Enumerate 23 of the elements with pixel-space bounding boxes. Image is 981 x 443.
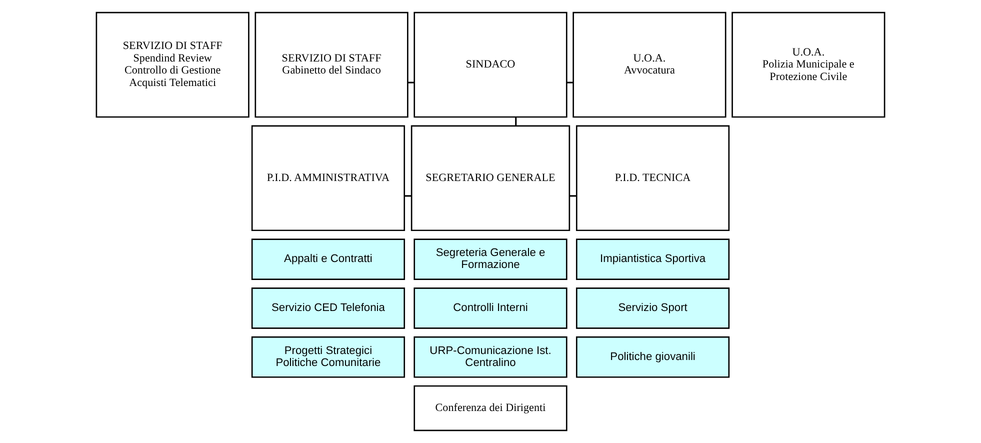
- node-box: P.I.D. TECNICA: [576, 125, 730, 232]
- node-box: Appalti e Contratti: [251, 238, 406, 280]
- connector: [515, 117, 517, 126]
- node-box: Servizio CED Telefonia: [251, 288, 406, 329]
- node-box: U.O.A. Avvocatura: [572, 12, 726, 118]
- node-box: URP-Comunicazione Ist. Centralino: [414, 336, 568, 378]
- node-box: Politiche giovanili: [576, 336, 730, 378]
- node-box: Impiantistica Sportiva: [576, 238, 730, 280]
- node-box: Conferenza dei Dirigenti: [414, 385, 568, 432]
- node-box: Progetti Strategici Politiche Comunitarie: [251, 336, 406, 378]
- node-box: SERVIZIO DI STAFF Gabinetto del Sindaco: [254, 12, 408, 118]
- node-box: SINDACO: [414, 12, 568, 118]
- connector: [404, 195, 412, 197]
- node-box: U.O.A. Polizia Municipale e Protezione Civile: [732, 12, 886, 118]
- node-box: SERVIZIO DI STAFF Spendind Review Controllo di Gestione Acquisti Telematici: [96, 12, 250, 118]
- node-box: Segreteria Generale e Formazione: [414, 238, 568, 280]
- node-box: P.I.D. AMMINISTRATIVA: [251, 125, 406, 232]
- node-box: SEGRETARIO GENERALE: [410, 125, 570, 232]
- connector: [408, 82, 414, 84]
- connector: [566, 82, 573, 84]
- connector: [570, 195, 576, 197]
- node-box: Controlli Interni: [414, 288, 568, 329]
- node-box: Servizio Sport: [576, 288, 730, 329]
